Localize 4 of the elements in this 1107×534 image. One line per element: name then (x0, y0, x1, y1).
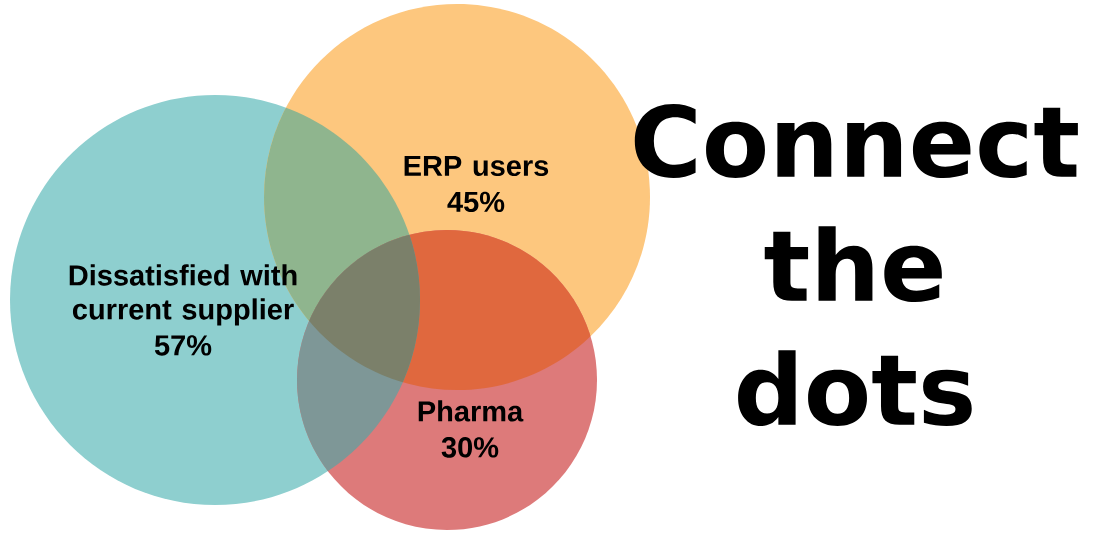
circle-label: Pharma 30% (418, 400, 524, 458)
circle-label: ERP users 45% (404, 155, 549, 213)
circle-label: Dissatisfied with current supplier 57% (69, 264, 297, 356)
title: Connect the dots (634, 103, 1078, 427)
